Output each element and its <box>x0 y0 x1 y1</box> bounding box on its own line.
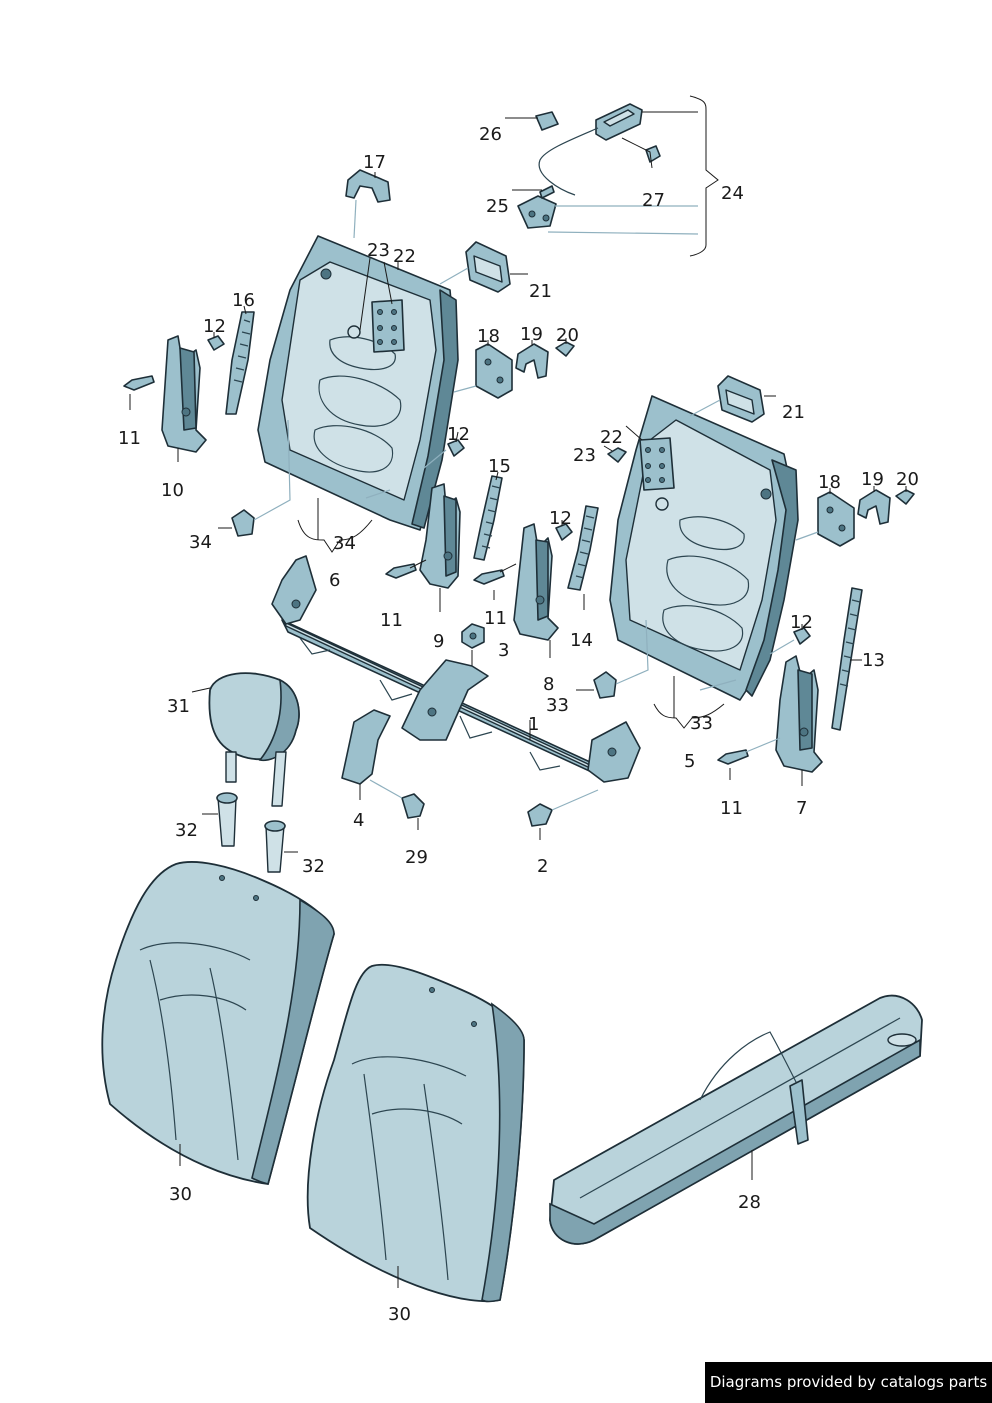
label-33-b: 33 <box>690 713 713 734</box>
part-16-strip <box>225 311 255 415</box>
part-24-harness <box>517 103 661 229</box>
label-17: 17 <box>363 152 386 173</box>
part-12-nut-b <box>447 439 465 457</box>
label-1: 1 <box>528 714 539 735</box>
label-19-a: 19 <box>520 324 543 345</box>
part-14-strip <box>567 505 599 591</box>
part-20-screw-right <box>895 489 915 505</box>
label-23-a: 23 <box>367 240 390 261</box>
label-10: 10 <box>161 480 184 501</box>
part-11-bolt-a <box>123 375 155 391</box>
part-30-cover-right <box>306 963 525 1303</box>
label-11-c: 11 <box>484 608 507 629</box>
part-7-bracket-right <box>775 655 823 773</box>
part-11-bolt-c <box>473 569 505 585</box>
label-3: 3 <box>498 640 509 661</box>
label-27: 27 <box>642 190 665 211</box>
label-31: 31 <box>167 696 190 717</box>
label-9: 9 <box>433 631 444 652</box>
label-32-a: 32 <box>175 820 198 841</box>
label-14: 14 <box>570 630 593 651</box>
label-12-b: 12 <box>447 424 470 445</box>
part-20-screw-left <box>555 341 575 357</box>
part-32-guide-b <box>264 820 286 873</box>
label-13: 13 <box>862 650 885 671</box>
part-12-nut-d <box>793 627 811 645</box>
part-28-ski-bag <box>549 994 923 1245</box>
part-11-bolt-d <box>717 749 749 765</box>
label-33-a: 33 <box>546 695 569 716</box>
label-29: 29 <box>405 847 428 868</box>
label-20-b: 20 <box>896 469 919 490</box>
label-11-b: 11 <box>380 610 403 631</box>
part-4-bracket <box>341 709 391 785</box>
label-18-a: 18 <box>477 326 500 347</box>
part-23-screw-right <box>607 447 627 463</box>
label-26: 26 <box>479 124 502 145</box>
part-13-strip <box>831 587 863 731</box>
label-4: 4 <box>353 810 364 831</box>
label-11-a: 11 <box>118 428 141 449</box>
part-33-clip <box>593 671 617 699</box>
label-20-a: 20 <box>556 325 579 346</box>
label-32-b: 32 <box>302 856 325 877</box>
label-30-a: 30 <box>169 1184 192 1205</box>
label-12-d: 12 <box>790 612 813 633</box>
part-2-screw <box>527 803 553 827</box>
part-8-bracket <box>513 523 559 641</box>
label-15: 15 <box>488 456 511 477</box>
label-12-a: 12 <box>203 316 226 337</box>
part-30-cover-left <box>101 861 335 1185</box>
part-11-bolt-b <box>385 563 417 579</box>
label-11-d: 11 <box>720 798 743 819</box>
label-21-a: 21 <box>529 281 552 302</box>
part-9-bracket <box>419 483 461 589</box>
label-7: 7 <box>796 798 807 819</box>
part-32-guide-a <box>216 792 238 847</box>
part-3-nut <box>461 623 485 649</box>
part-19-clip-left <box>515 343 549 379</box>
label-8: 8 <box>543 674 554 695</box>
part-1-crossbar <box>271 555 641 783</box>
part-18-plate-right <box>817 491 855 547</box>
label-22-a: 22 <box>393 246 416 267</box>
part-34-clip <box>231 509 255 537</box>
part-12-nut-a <box>207 335 225 351</box>
part-17-clip <box>345 169 391 203</box>
label-22-b: 22 <box>600 427 623 448</box>
part-6-backrest-frame-left <box>257 235 459 531</box>
label-18-b: 18 <box>818 472 841 493</box>
label-2: 2 <box>537 856 548 877</box>
label-6: 6 <box>329 570 340 591</box>
part-5-backrest-frame-right <box>609 395 799 701</box>
label-34-b: 34 <box>333 533 356 554</box>
label-19-b: 19 <box>861 469 884 490</box>
part-21-cap-right <box>717 375 765 423</box>
part-15-strip <box>473 475 503 561</box>
part-12-nut-c <box>555 523 573 541</box>
callout-labels: 1 2 3 4 5 6 7 8 9 10 11 11 11 11 12 12 1… <box>118 124 919 1325</box>
label-25: 25 <box>486 196 509 217</box>
label-23-b: 23 <box>573 445 596 466</box>
label-12-c: 12 <box>549 508 572 529</box>
credit-footer: Diagrams provided by catalogs parts <box>705 1362 992 1403</box>
part-29-stud <box>401 793 425 819</box>
part-10-bracket-left <box>161 335 207 453</box>
four-rings-logo-icon <box>887 1033 917 1047</box>
label-34-a: 34 <box>189 532 212 553</box>
part-19-clip-right <box>857 489 891 525</box>
label-24: 24 <box>721 183 744 204</box>
label-30-b: 30 <box>388 1304 411 1325</box>
part-18-plate-left <box>475 343 513 399</box>
label-28: 28 <box>738 1192 761 1213</box>
label-21-b: 21 <box>782 402 805 423</box>
part-21-cap-left <box>465 241 511 293</box>
label-16: 16 <box>232 290 255 311</box>
part-31-headrest <box>208 672 300 807</box>
label-5: 5 <box>684 751 695 772</box>
